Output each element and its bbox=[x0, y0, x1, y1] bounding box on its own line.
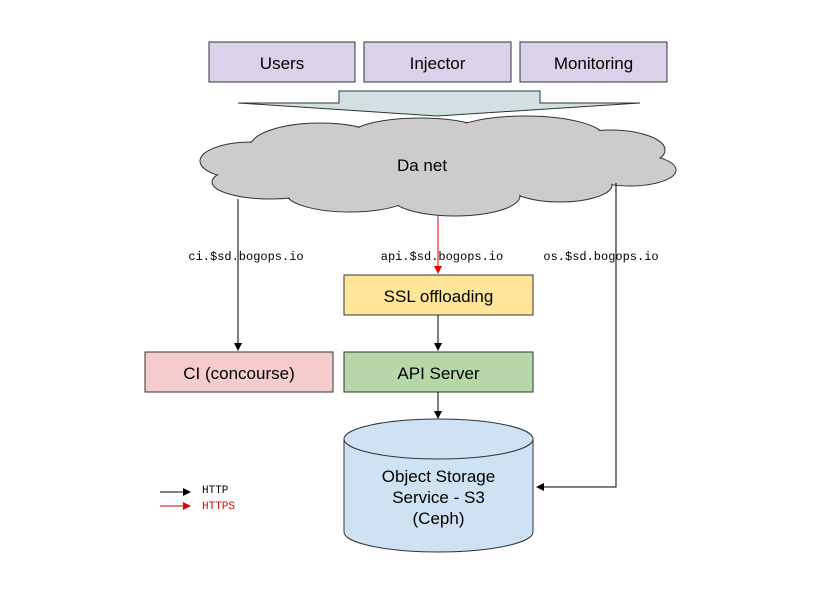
ci-label: CI (concourse) bbox=[183, 364, 294, 383]
api-hostname-label: api.$sd.bogops.io bbox=[381, 250, 503, 264]
ssl-offloading-node: SSL offloading bbox=[343, 274, 534, 316]
os-hostname-label: os.$sd.bogops.io bbox=[543, 250, 658, 264]
storage-label-line2: Service - S3 bbox=[392, 488, 485, 507]
api-server-label: API Server bbox=[397, 364, 480, 383]
storage-label-line1: Object Storage bbox=[382, 467, 495, 486]
legend-https-label: HTTPS bbox=[202, 501, 235, 513]
users-label: Users bbox=[260, 54, 304, 73]
api-server-node: API Server bbox=[343, 351, 534, 393]
cloud-label: Da net bbox=[397, 156, 447, 175]
monitoring-node: Monitoring bbox=[519, 41, 668, 83]
merge-arrow bbox=[237, 90, 641, 117]
injector-label: Injector bbox=[410, 54, 466, 73]
monitoring-label: Monitoring bbox=[554, 54, 633, 73]
ci-node: CI (concourse) bbox=[144, 351, 334, 393]
object-storage-node: Object Storage Service - S3 (Ceph) bbox=[343, 418, 534, 553]
legend: HTTP HTTPS bbox=[160, 485, 235, 513]
injector-node: Injector bbox=[363, 41, 512, 83]
legend-http-label: HTTP bbox=[202, 485, 229, 497]
users-node: Users bbox=[208, 41, 356, 83]
storage-label-line3: (Ceph) bbox=[413, 509, 465, 528]
network-cloud: Da net bbox=[199, 115, 677, 217]
ssl-label: SSL offloading bbox=[384, 287, 494, 306]
os-edge bbox=[536, 183, 617, 491]
ci-hostname-label: ci.$sd.bogops.io bbox=[188, 250, 303, 264]
